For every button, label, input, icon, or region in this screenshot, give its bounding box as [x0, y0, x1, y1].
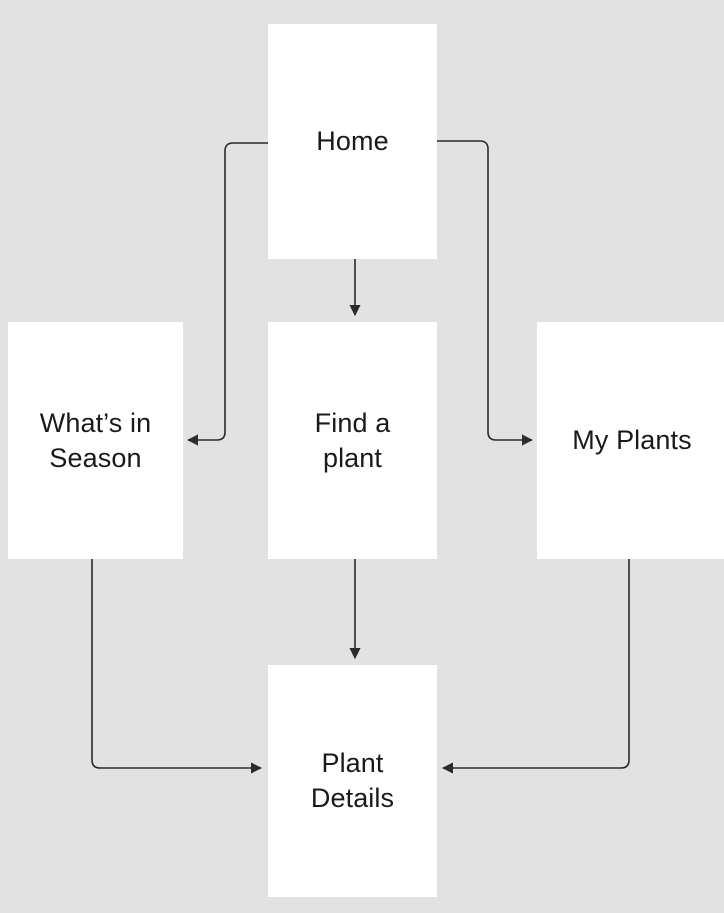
node-plant-details-label: Plant Details — [310, 748, 395, 813]
connector-myplants-to-details — [441, 559, 630, 774]
connector-home-to-myplants — [437, 140, 534, 446]
node-whats-in-season[interactable]: What’s in Season — [8, 322, 183, 559]
connector-home-to-season — [186, 142, 268, 446]
node-home-label: Home — [316, 126, 389, 157]
node-my-plants-label: My Plants — [572, 425, 692, 456]
node-whats-in-season-label: What’s in Season — [39, 407, 152, 473]
node-find-a-plant[interactable]: Find a plant — [268, 322, 437, 559]
node-find-a-plant-label: Find a plant — [314, 407, 391, 473]
node-my-plants[interactable]: My Plants — [537, 322, 724, 559]
node-plant-details[interactable]: Plant Details — [268, 665, 437, 897]
node-home[interactable]: Home — [268, 24, 437, 259]
connector-season-to-details — [91, 559, 263, 774]
